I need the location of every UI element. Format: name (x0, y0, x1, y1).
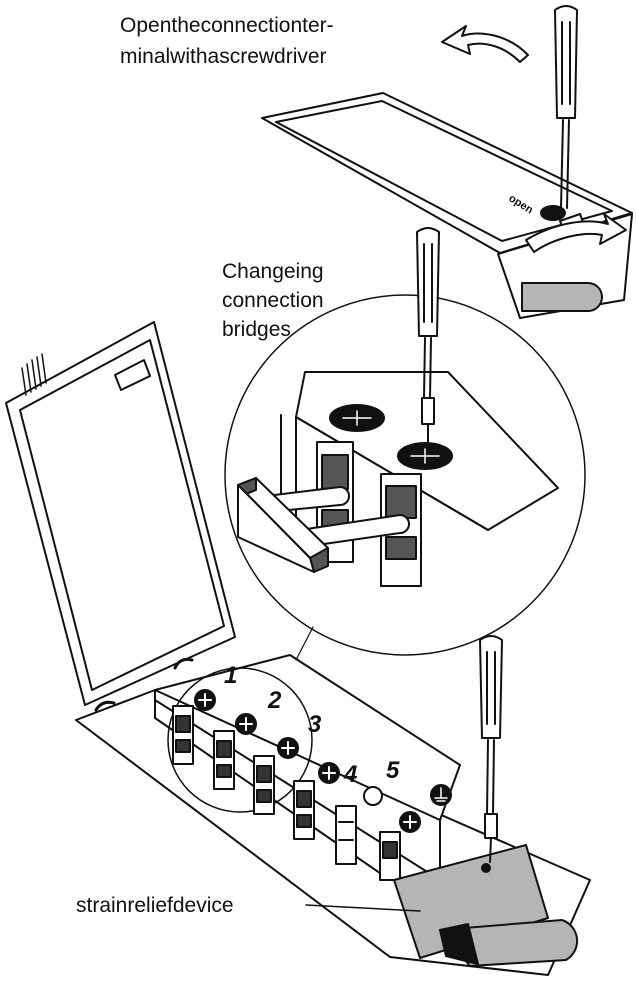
open-terminal-label-line1: Opentheconnectionter- (120, 14, 334, 37)
opened-lid (5, 321, 236, 712)
terminal-slot (172, 705, 194, 765)
rotate-arrow-icon (441, 25, 529, 63)
bridges-label-line1: Changeing (222, 260, 324, 283)
connection-bridge (237, 477, 410, 573)
strain-relief-label: strainreliefdevice (76, 894, 234, 917)
open-terminal-label-line2: minalwithascrewdriver (120, 45, 327, 68)
screwdriver-icon (554, 5, 578, 209)
bridges-label-line3: bridges (222, 318, 291, 341)
open-arrow-icon (525, 213, 627, 253)
terminal-slot (293, 780, 315, 840)
empty-screw-hole (363, 786, 383, 806)
terminal-screw-2 (235, 713, 257, 735)
strain-relief-device (393, 844, 579, 967)
terminal-screw-3 (277, 737, 299, 759)
terminal-number-1: 1 (224, 662, 237, 689)
terminal-number-2: 2 (267, 687, 282, 714)
screwdriver-icon (479, 635, 503, 863)
terminal-screw-5 (399, 811, 421, 833)
ground-screw-icon (430, 784, 452, 806)
terminal-number-4: 4 (343, 761, 357, 788)
terminal-slot (213, 730, 235, 790)
lid-comb (21, 353, 47, 396)
closed-terminal-lid: open (261, 92, 633, 319)
lid-latch (540, 205, 566, 221)
bridge-screw-2 (397, 442, 453, 470)
terminal-slot (253, 755, 275, 815)
strain-relief-leader (305, 904, 421, 912)
terminal-number-3: 3 (308, 711, 322, 738)
bridge-screw-1 (329, 404, 385, 432)
cable-slot-top (521, 282, 603, 312)
terminal-screw-4 (318, 762, 340, 784)
bridges-label-line2: connection (222, 289, 324, 312)
magnified-bridge-detail (224, 294, 586, 656)
screwdriver-icon (416, 227, 440, 447)
terminal-slot (335, 805, 357, 865)
terminal-slot (379, 831, 401, 881)
terminal-screw-1 (194, 689, 216, 711)
terminal-number-5: 5 (386, 757, 400, 784)
